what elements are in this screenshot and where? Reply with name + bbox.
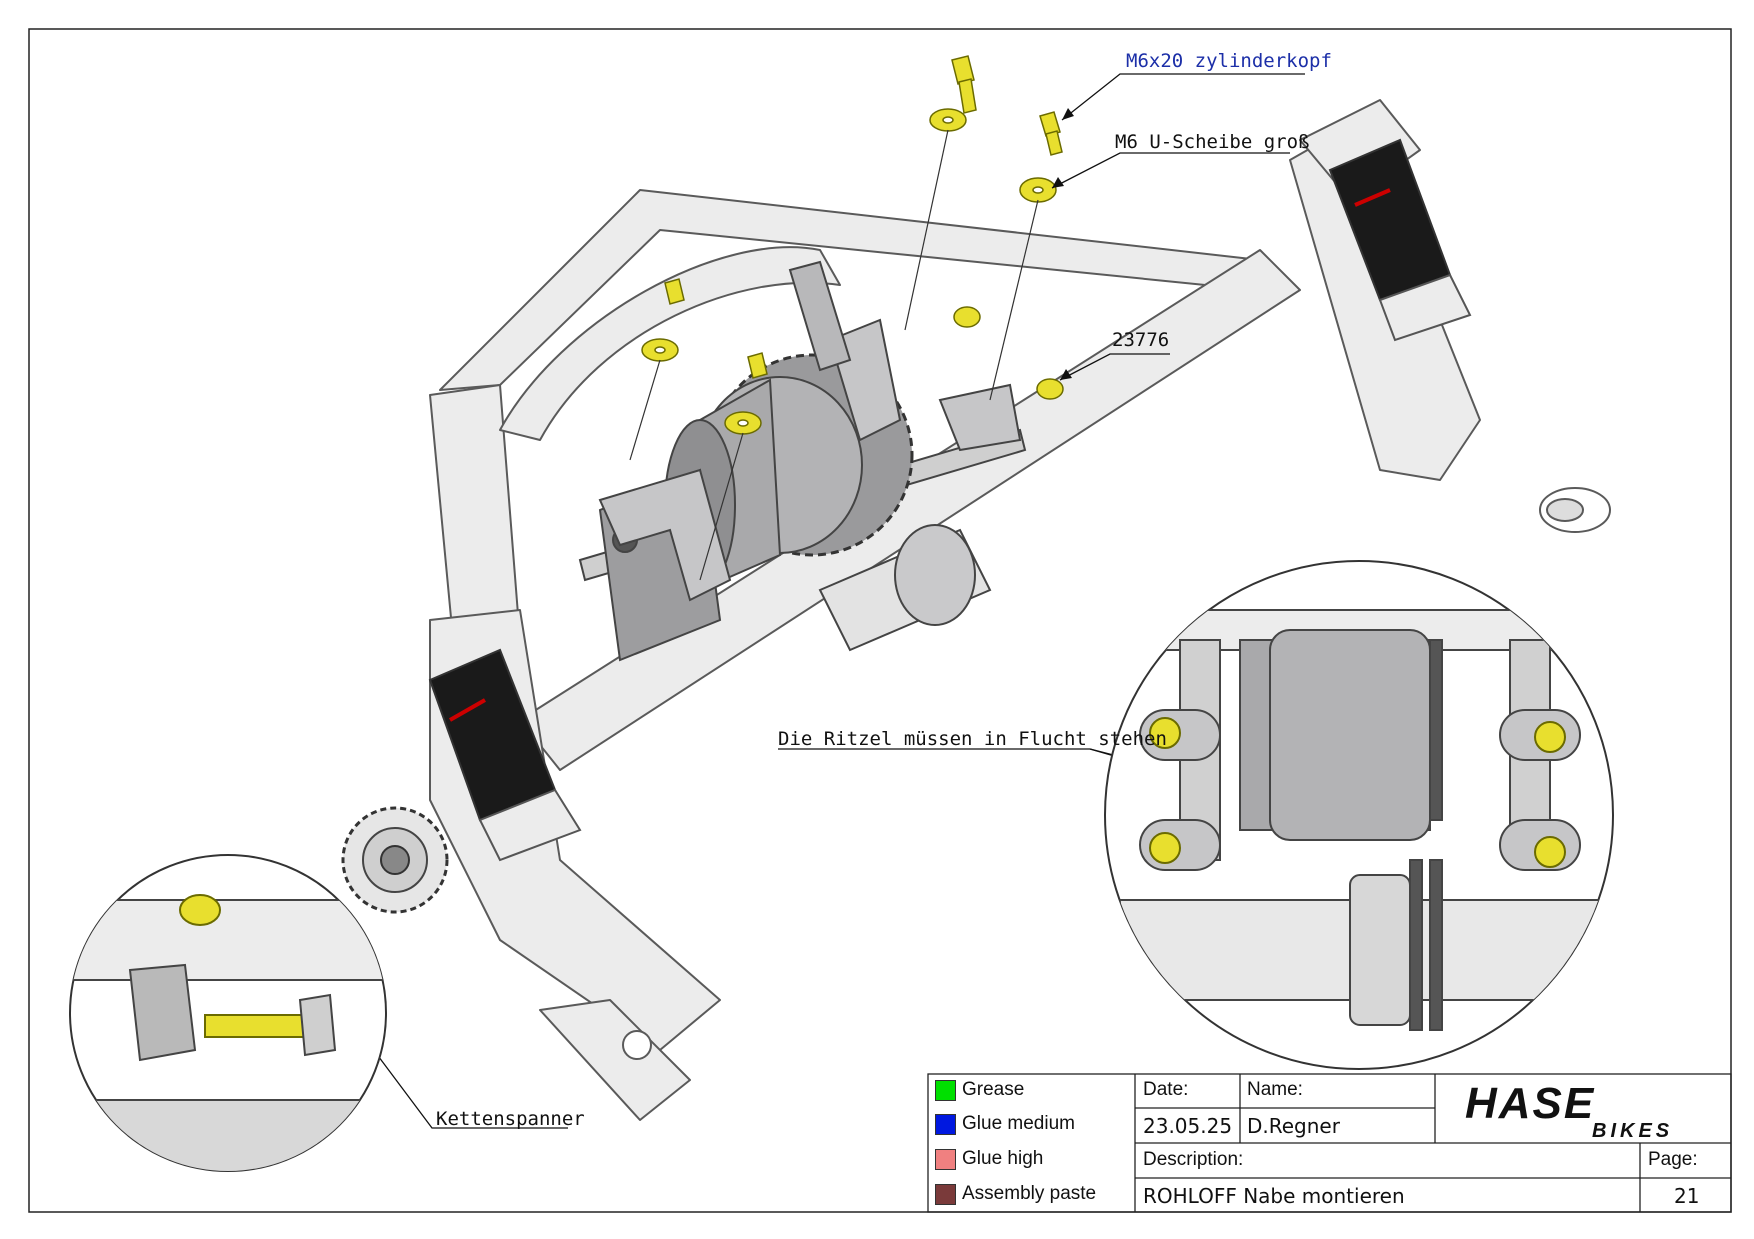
legend-label-glue-medium: Glue medium <box>962 1113 1075 1134</box>
date-value: 23.05.25 <box>1143 1114 1233 1138</box>
legend-swatch-glue-high <box>935 1149 956 1170</box>
date-label: Date: <box>1143 1079 1189 1100</box>
legend-label-glue-high: Glue high <box>962 1148 1044 1169</box>
detail-view-sprocket-alignment <box>1104 560 1614 1070</box>
legend-swatch-grease <box>935 1080 956 1101</box>
callout-chain-tensioner: Kettenspanner <box>436 1108 585 1130</box>
page-number: 21 <box>1674 1184 1700 1208</box>
callout-part-number: 23776 <box>1112 329 1170 351</box>
callout-screw: M6x20 zylinderkopf <box>1126 50 1332 72</box>
rohloff-hub <box>578 260 1027 662</box>
legend-label-assembly-paste: Assembly paste <box>962 1183 1097 1204</box>
legend-swatch-assembly-paste <box>935 1184 956 1205</box>
description-label: Description: <box>1143 1149 1244 1170</box>
sheet-border <box>28 28 1732 1213</box>
title-block-grid <box>927 1073 1732 1213</box>
name-label: Name: <box>1247 1079 1303 1100</box>
leader-arrows <box>1052 108 1074 380</box>
callout-sprocket-alignment: Die Ritzel müssen in Flucht stehen <box>778 728 1167 750</box>
detail-view-tensioner <box>69 854 387 1172</box>
assembly-lines <box>629 129 1039 581</box>
callout-washer: M6 U-Scheibe groß <box>1115 131 1310 153</box>
legend-label-grease: Grease <box>962 1079 1025 1100</box>
page-label: Page: <box>1648 1149 1698 1170</box>
hase-bikes-logo-sub: BIKES <box>1592 1120 1674 1142</box>
chain-tensioner-sprocket <box>341 806 449 914</box>
legend-swatch-glue-medium <box>935 1114 956 1135</box>
right-shock <box>1328 138 1472 342</box>
left-shock <box>428 648 582 862</box>
name-value: D.Regner <box>1247 1114 1340 1138</box>
hase-bikes-logo: HASE <box>1465 1079 1596 1128</box>
description-value: ROHLOFF Nabe montieren <box>1143 1184 1405 1208</box>
